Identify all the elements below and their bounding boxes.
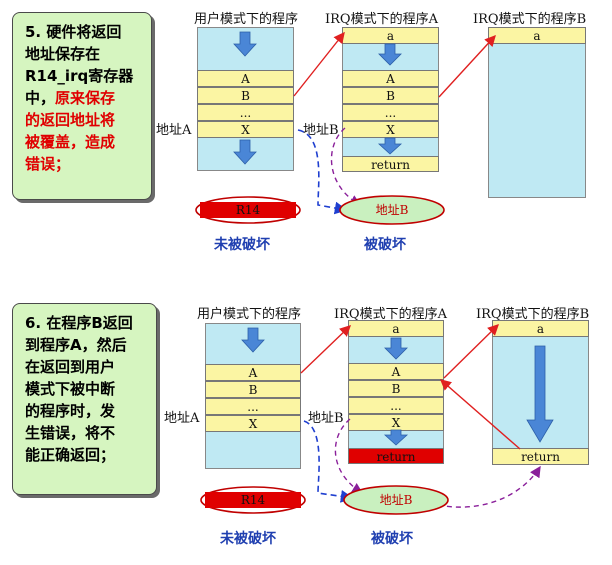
stack-cell: B <box>205 381 301 398</box>
note-line: 的程序时，发 <box>25 402 116 420</box>
note-line: 6. 在程序B返回 <box>25 314 133 332</box>
note-line: 生错误，将不 <box>25 424 116 442</box>
stack-cell: B <box>342 87 439 104</box>
interrupt-link <box>438 34 496 98</box>
note-line: 5. 硬件将返回 <box>25 23 122 41</box>
stack-cell: A <box>348 363 444 380</box>
column-title-irq-a: IRQ模式下的程序A <box>325 12 438 27</box>
caption-destroyed: 被破坏 <box>371 531 413 547</box>
note-line: 中，原来保存 <box>25 87 145 109</box>
caption-not-destroyed: 未被破坏 <box>214 237 270 253</box>
column-title-user: 用户模式下的程序 <box>197 307 302 322</box>
note-line: 能正确返回； <box>25 446 116 464</box>
scenario-5-panel: 5. 硬件将返回 地址保存在 R14_irq寄存器 中，原来保存 的返回地址将 … <box>0 0 612 282</box>
note-line: 到程序A，然后 <box>25 336 127 354</box>
interrupt-link <box>443 324 499 379</box>
stack-cell: ... <box>348 397 444 414</box>
address-a-label: 地址A <box>156 123 192 138</box>
stack-cell-top: a <box>492 320 589 337</box>
caption-not-destroyed: 未被破坏 <box>220 531 276 547</box>
stack-cell: A <box>197 70 294 87</box>
return-link <box>303 420 354 503</box>
column-title-irq-a: IRQ模式下的程序A <box>334 307 447 322</box>
note-red-line: 错误； <box>25 155 71 173</box>
stack-cell: X <box>197 121 294 138</box>
return-link <box>297 129 348 215</box>
stack-cell: ... <box>197 104 294 121</box>
stack-cell-top: a <box>342 27 439 44</box>
stack-cell: ... <box>342 104 439 121</box>
r14-register-label: R14 <box>240 493 266 507</box>
stack-cell: X <box>205 415 301 432</box>
note-line: 模式下被中断 <box>25 380 116 398</box>
stack-cell: B <box>348 380 444 397</box>
return-cell: return <box>342 156 439 172</box>
stack-cell: A <box>342 70 439 87</box>
return-cell-corrupted: return <box>348 448 444 464</box>
stack-cell: A <box>205 364 301 381</box>
note-red-line: 的返回地址将 <box>25 111 116 129</box>
address-b-label: 地址B <box>303 123 339 138</box>
caption-destroyed: 被破坏 <box>364 237 406 253</box>
stack-cell: ... <box>205 398 301 415</box>
address-b-register-label: 地址B <box>379 493 413 507</box>
irq-b-program-block <box>488 27 586 198</box>
note-red-text: 原来保存 <box>55 89 116 107</box>
column-title-irq-b: IRQ模式下的程序B <box>473 12 587 27</box>
note-box: 6. 在程序B返回 到程序A，然后 在返回到用户 模式下被中断 的程序时，发 生… <box>12 303 157 495</box>
column-title-user: 用户模式下的程序 <box>194 12 299 27</box>
scenario-6-panel: 6. 在程序B返回 到程序A，然后 在返回到用户 模式下被中断 的程序时，发 生… <box>0 283 612 565</box>
note-line: R14_irq寄存器 <box>25 67 134 85</box>
stack-cell-top: a <box>348 320 444 337</box>
stack-cell: B <box>197 87 294 104</box>
column-title-irq-b: IRQ模式下的程序B <box>476 307 590 322</box>
irq-b-program-block <box>492 320 589 465</box>
note-text: 中， <box>25 89 56 107</box>
address-a-label: 地址A <box>164 411 200 426</box>
note-line: 在返回到用户 <box>25 358 116 376</box>
note-line: 地址保存在 <box>25 45 101 63</box>
note-box: 5. 硬件将返回 地址保存在 R14_irq寄存器 中，原来保存 的返回地址将 … <box>12 12 152 200</box>
stack-cell: X <box>348 414 444 431</box>
stack-cell: X <box>342 121 439 138</box>
address-b-label: 地址B <box>308 411 344 426</box>
interrupt-link <box>300 325 352 374</box>
note-red-line: 被覆盖，造成 <box>25 133 116 151</box>
stack-cell-top: a <box>488 27 586 44</box>
return-cell: return <box>492 448 589 465</box>
interrupt-link <box>293 31 345 97</box>
address-b-register-label: 地址B <box>375 203 409 217</box>
r14-register-label: R14 <box>235 203 261 217</box>
wrong-return-link <box>437 465 541 508</box>
